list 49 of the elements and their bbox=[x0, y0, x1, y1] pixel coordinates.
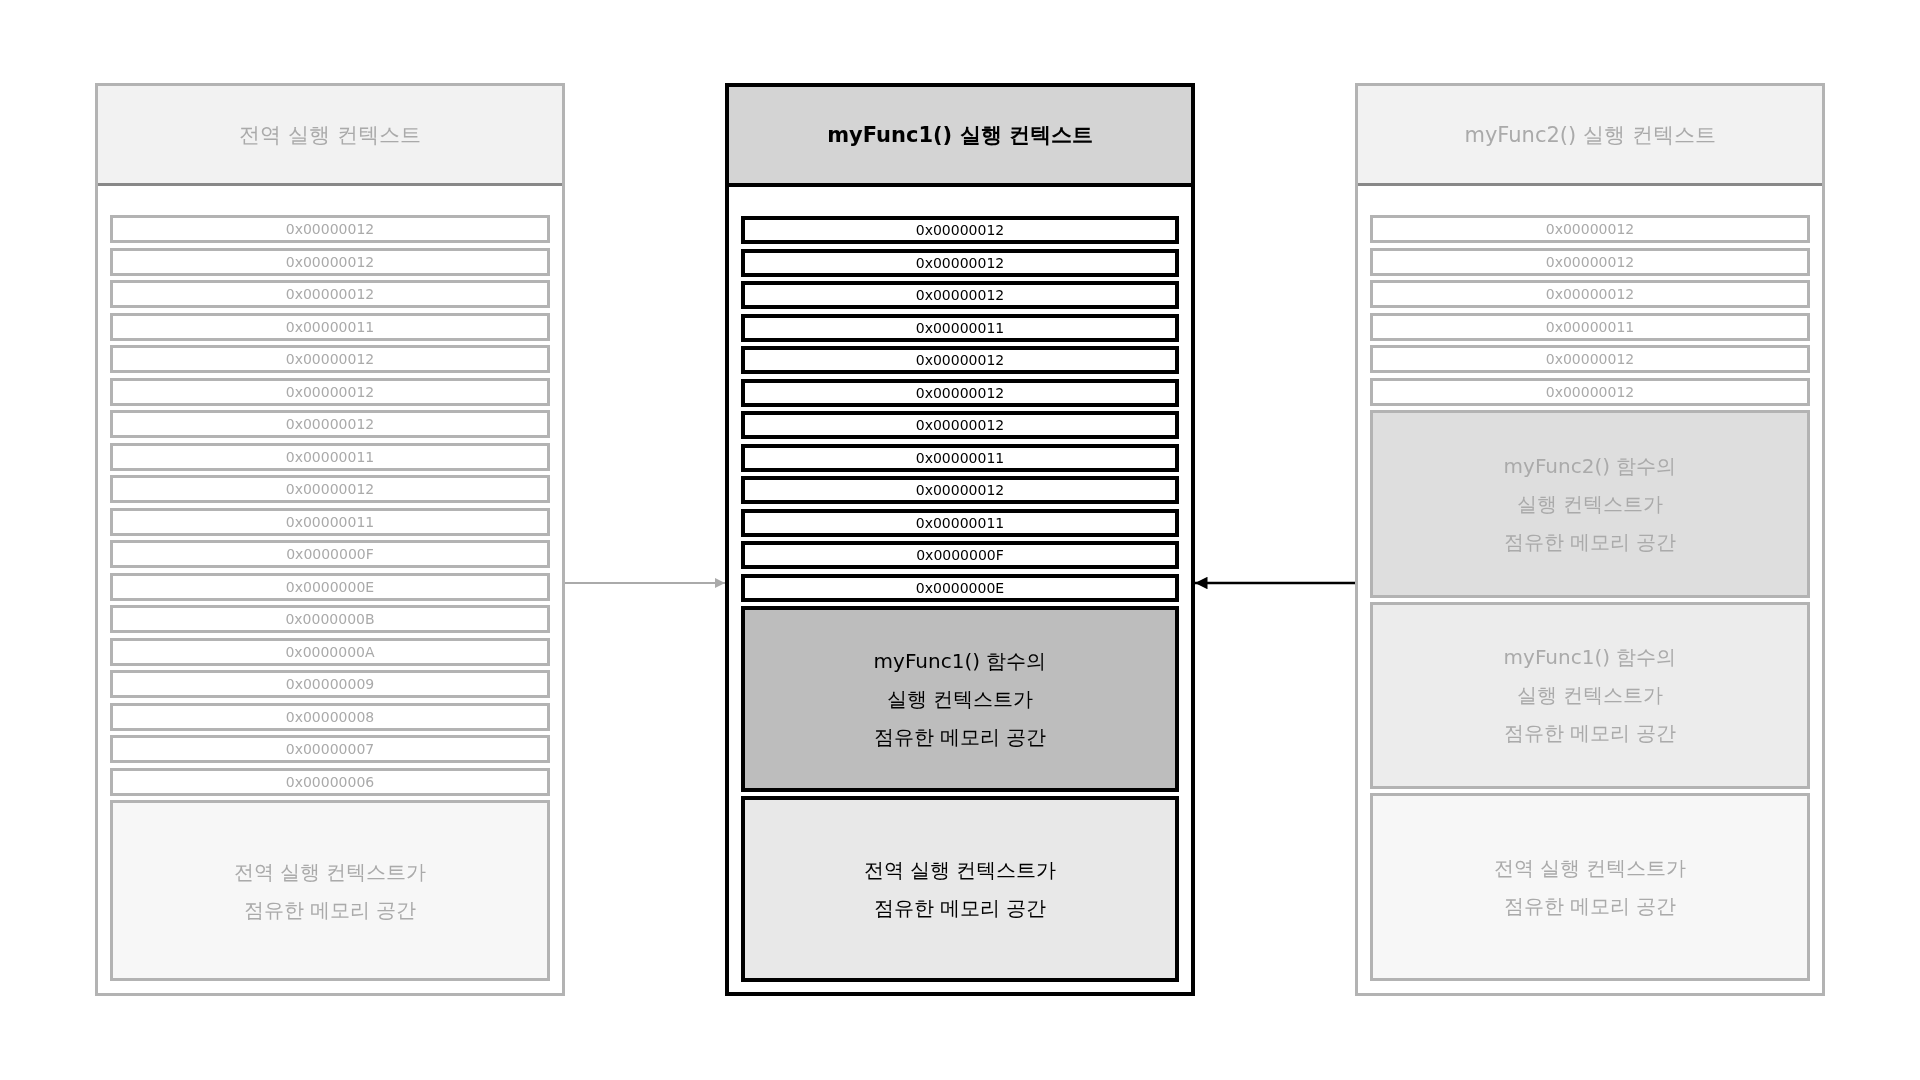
context-panel bbox=[725, 83, 1195, 996]
memory-cell: 0x00000012 bbox=[741, 411, 1179, 439]
panel-title: myFunc1() 실행 컨텍스트 bbox=[729, 87, 1191, 187]
memory-block: myFunc1() 함수의 실행 컨텍스트가 점유한 메모리 공간 bbox=[741, 606, 1179, 792]
memory-block: 전역 실행 컨텍스트가 점유한 메모리 공간 bbox=[110, 800, 550, 981]
memory-cell: 0x0000000A bbox=[110, 637, 550, 666]
memory-cell: 0x00000012 bbox=[110, 215, 550, 243]
memory-cell: 0x00000012 bbox=[741, 476, 1179, 504]
memory-cell: 0x00000011 bbox=[110, 312, 550, 341]
memory-block: myFunc1() 함수의 실행 컨텍스트가 점유한 메모리 공간 bbox=[1370, 601, 1810, 790]
memory-cell: 0x00000012 bbox=[110, 475, 550, 503]
memory-cell: 0x00000009 bbox=[110, 670, 550, 698]
memory-cell: 0x00000012 bbox=[110, 410, 550, 438]
memory-cell: 0x00000012 bbox=[741, 248, 1179, 277]
memory-cell: 0x00000011 bbox=[741, 443, 1179, 472]
panel-title: 전역 실행 컨텍스트 bbox=[98, 86, 562, 186]
memory-cell: 0x00000012 bbox=[110, 247, 550, 276]
memory-cell: 0x00000006 bbox=[110, 767, 550, 796]
memory-cell: 0x0000000F bbox=[741, 541, 1179, 569]
memory-cell: 0x00000012 bbox=[741, 281, 1179, 309]
memory-cell: 0x00000012 bbox=[110, 345, 550, 373]
memory-cell: 0x00000012 bbox=[110, 377, 550, 406]
memory-cell: 0x0000000B bbox=[110, 605, 550, 633]
memory-cell: 0x00000011 bbox=[741, 313, 1179, 342]
memory-cell: 0x00000012 bbox=[110, 280, 550, 308]
context-panel bbox=[95, 83, 565, 996]
memory-cell: 0x00000011 bbox=[1370, 312, 1810, 341]
memory-cell: 0x00000012 bbox=[1370, 280, 1810, 308]
memory-cell: 0x00000012 bbox=[1370, 377, 1810, 406]
memory-cell: 0x0000000E bbox=[741, 573, 1179, 602]
context-panel bbox=[1355, 83, 1825, 996]
memory-cell: 0x00000012 bbox=[741, 346, 1179, 374]
memory-cell: 0x00000008 bbox=[110, 702, 550, 731]
arrow bbox=[1195, 576, 1355, 590]
memory-block: 전역 실행 컨텍스트가 점유한 메모리 공간 bbox=[1370, 793, 1810, 981]
memory-cell: 0x00000007 bbox=[110, 735, 550, 763]
memory-cell: 0x0000000E bbox=[110, 572, 550, 601]
memory-cell: 0x00000012 bbox=[741, 216, 1179, 244]
memory-cell: 0x0000000F bbox=[110, 540, 550, 568]
memory-block: 전역 실행 컨텍스트가 점유한 메모리 공간 bbox=[741, 796, 1179, 982]
memory-cell: 0x00000012 bbox=[1370, 345, 1810, 373]
panel-title: myFunc2() 실행 컨텍스트 bbox=[1358, 86, 1822, 186]
memory-cell: 0x00000012 bbox=[1370, 215, 1810, 243]
memory-cell: 0x00000011 bbox=[110, 442, 550, 471]
memory-cell: 0x00000012 bbox=[1370, 247, 1810, 276]
memory-cell: 0x00000012 bbox=[741, 378, 1179, 407]
memory-cell: 0x00000011 bbox=[110, 507, 550, 536]
memory-cell: 0x00000011 bbox=[741, 508, 1179, 537]
arrow bbox=[564, 578, 726, 588]
